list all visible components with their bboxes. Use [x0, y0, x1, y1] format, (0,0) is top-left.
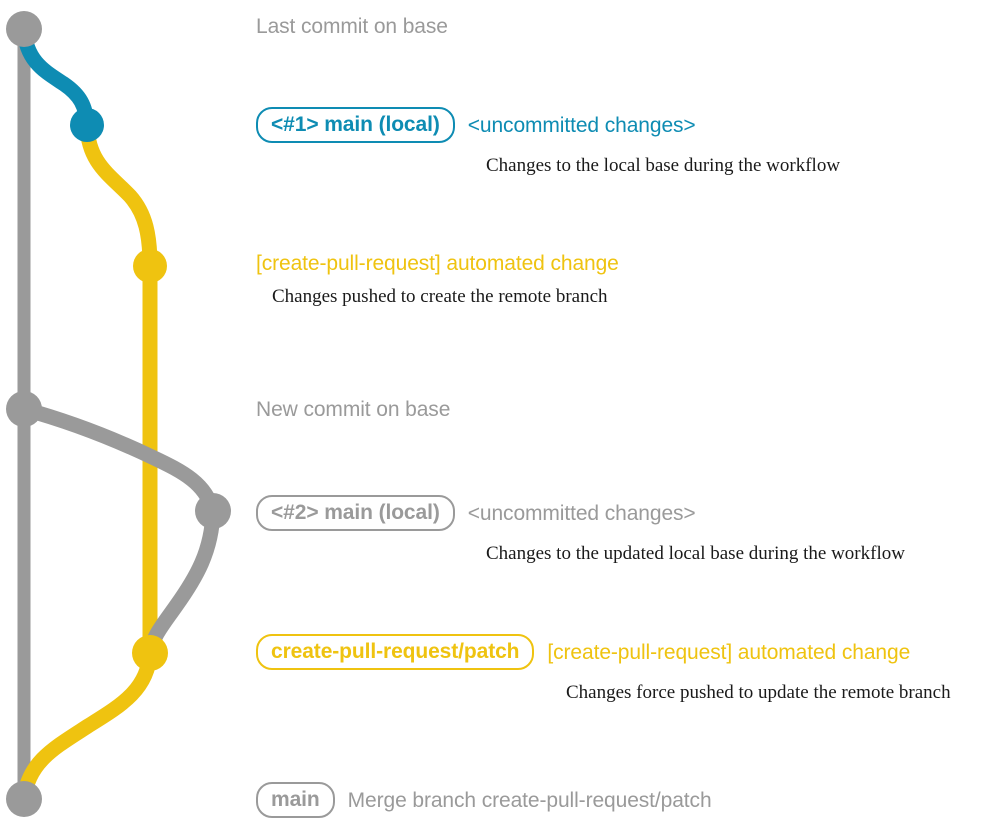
- edge-local1-to-patch1: [79, 117, 158, 274]
- commit-row-main: Last commit on base: [256, 16, 448, 37]
- commit-subject: Merge branch create-pull-request/patch: [347, 788, 712, 812]
- commit-row-main: create-pull-request/patch [create-pull-r…: [256, 634, 910, 670]
- commit-row-commit-2-local: <#2> main (local) <uncommitted changes> …: [256, 495, 905, 563]
- node-patch-1: [133, 249, 167, 283]
- commit-note: Changes pushed to create the remote bran…: [272, 286, 608, 307]
- node-merge: [6, 781, 42, 817]
- commit-subject: <uncommitted changes>: [467, 113, 696, 137]
- commit-subject: New commit on base: [256, 398, 451, 421]
- commit-subject: <uncommitted changes>: [467, 501, 696, 525]
- commit-row-commit-1-local: <#1> main (local) <uncommitted changes> …: [256, 107, 840, 175]
- commit-row-main: New commit on base: [256, 399, 450, 420]
- node-local-1: [70, 108, 104, 142]
- commit-row-main: <#2> main (local) <uncommitted changes>: [256, 495, 696, 531]
- commit-row-main: <#1> main (local) <uncommitted changes>: [256, 107, 696, 143]
- commit-row-merge-commit: main Merge branch create-pull-request/pa…: [256, 782, 712, 818]
- ref-badge-create-pull-request-patch[interactable]: create-pull-request/patch: [256, 634, 535, 670]
- ref-badge-main[interactable]: main: [256, 782, 335, 818]
- commit-subject: [create-pull-request] automated change: [547, 640, 911, 664]
- commit-note: Changes to the local base during the wor…: [486, 155, 841, 176]
- commit-row-main: [create-pull-request] automated change: [256, 253, 619, 274]
- commit-row-main: main Merge branch create-pull-request/pa…: [256, 782, 712, 818]
- commit-row-last-commit-on-base: Last commit on base: [256, 16, 448, 37]
- commit-subject: [create-pull-request] automated change: [256, 252, 619, 275]
- node-base-head: [6, 11, 42, 47]
- commit-row-commit-1-patch: [create-pull-request] automated change C…: [256, 253, 619, 306]
- node-base-new: [6, 391, 42, 427]
- commit-note: Changes force pushed to update the remot…: [566, 682, 951, 703]
- ref-badge-main-local-1[interactable]: <#1> main (local): [256, 107, 455, 143]
- commit-row-commit-2-patch: create-pull-request/patch [create-pull-r…: [256, 634, 951, 702]
- commit-subject: Last commit on base: [256, 15, 448, 38]
- commit-note: Changes to the updated local base during…: [486, 543, 905, 564]
- ref-badge-main-local-2[interactable]: <#2> main (local): [256, 495, 455, 531]
- edge-base-to-local2: [16, 401, 221, 519]
- edge-patch2-to-merge: [16, 645, 158, 807]
- node-patch-2: [132, 635, 168, 671]
- commit-row-new-commit-on-base: New commit on base: [256, 399, 450, 420]
- node-local-2: [195, 493, 231, 529]
